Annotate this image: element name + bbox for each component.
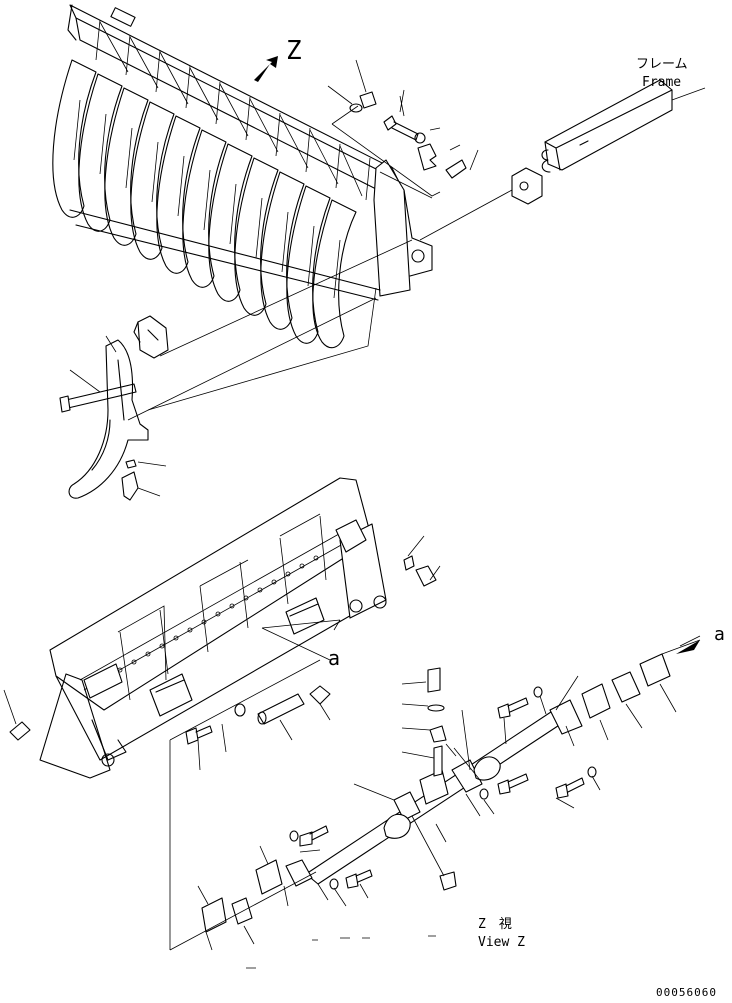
view-z-marker: Z bbox=[286, 36, 302, 66]
tine-detail bbox=[59, 239, 413, 501]
drawing-number: 00056060 bbox=[656, 986, 717, 999]
frame-bracket bbox=[541, 79, 706, 173]
hardware-top bbox=[327, 59, 479, 199]
frame-label-en: Frame bbox=[642, 75, 682, 90]
reference-a-mid: a bbox=[328, 646, 341, 670]
view-z-arrow bbox=[254, 56, 278, 82]
rake-blade-upper bbox=[52, 4, 433, 349]
reference-a-top: a bbox=[714, 624, 725, 645]
mount-block bbox=[511, 167, 543, 205]
blade-frame-lower bbox=[3, 477, 387, 950]
view-z-label-en: View Z bbox=[478, 935, 525, 950]
hardware-lower bbox=[185, 535, 441, 771]
view-z-linkage bbox=[169, 635, 701, 969]
view-z-label-jp: Z 視 bbox=[478, 917, 512, 932]
frame-label-jp: フレーム bbox=[636, 57, 688, 72]
